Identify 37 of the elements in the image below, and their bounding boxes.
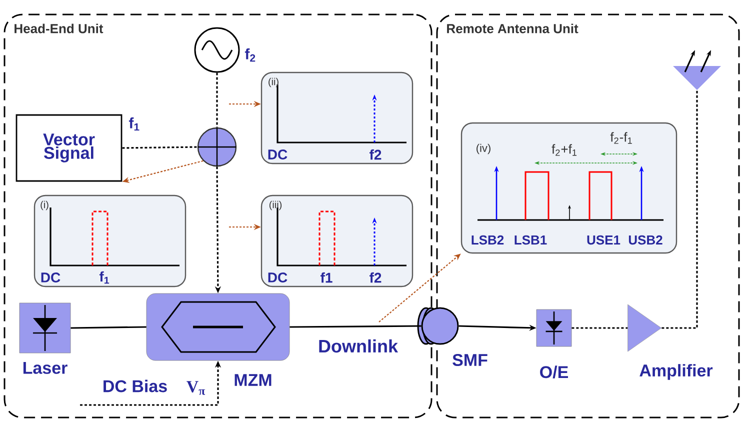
connector-line bbox=[70, 326, 146, 329]
signal-label: V$_{π}$ bbox=[186, 381, 206, 395]
signal-box: Vector Signal bbox=[16, 114, 122, 182]
frequency-label: LSB2 bbox=[472, 235, 504, 245]
panel-number: (i) bbox=[40, 200, 48, 210]
connector-line bbox=[662, 90, 698, 329]
panel-number: (iv) bbox=[476, 144, 490, 154]
frequency-label: LSB1 bbox=[514, 235, 547, 245]
frequency-label: f$_{1}$ bbox=[99, 271, 110, 284]
frequency-label: f1 bbox=[320, 272, 332, 283]
frequency-label: DC bbox=[268, 272, 288, 282]
signal-label: DC Bias bbox=[104, 380, 167, 392]
unit-title: Remote Antenna Unit bbox=[447, 24, 578, 34]
combiner-symbol bbox=[197, 127, 237, 167]
frequency-label: f$_{1}$ bbox=[128, 117, 140, 131]
frequency-label: f$_{2}$ bbox=[244, 48, 256, 62]
frequency-label: DC bbox=[41, 272, 60, 282]
signal-label: Downlink bbox=[319, 339, 398, 353]
frequency-label: DC bbox=[268, 150, 288, 160]
unit-title: Head-End Unit bbox=[14, 24, 104, 34]
component-label: Laser bbox=[23, 362, 68, 374]
connector-line bbox=[122, 146, 198, 149]
connector-line bbox=[216, 72, 218, 128]
frequency-label: f2 bbox=[370, 149, 382, 160]
frequency-label: USB2 bbox=[628, 235, 662, 245]
connector-line bbox=[290, 325, 422, 328]
spacing-label: f$_{2}$-f$_{1}$ bbox=[610, 132, 632, 144]
spacing-label: f$_{2}$+f$_{1}$ bbox=[552, 144, 577, 156]
component-label: MZM bbox=[234, 374, 272, 386]
panel-number: (ii) bbox=[268, 78, 278, 88]
connector-line bbox=[572, 327, 628, 329]
component-label: SMF bbox=[452, 354, 488, 366]
frequency-label: USE1 bbox=[587, 235, 620, 245]
panel-number: (iii) bbox=[269, 200, 282, 210]
frequency-label: f2 bbox=[370, 272, 382, 283]
component-label: Amplifier bbox=[640, 364, 713, 380]
component-label: O/E bbox=[540, 366, 568, 378]
